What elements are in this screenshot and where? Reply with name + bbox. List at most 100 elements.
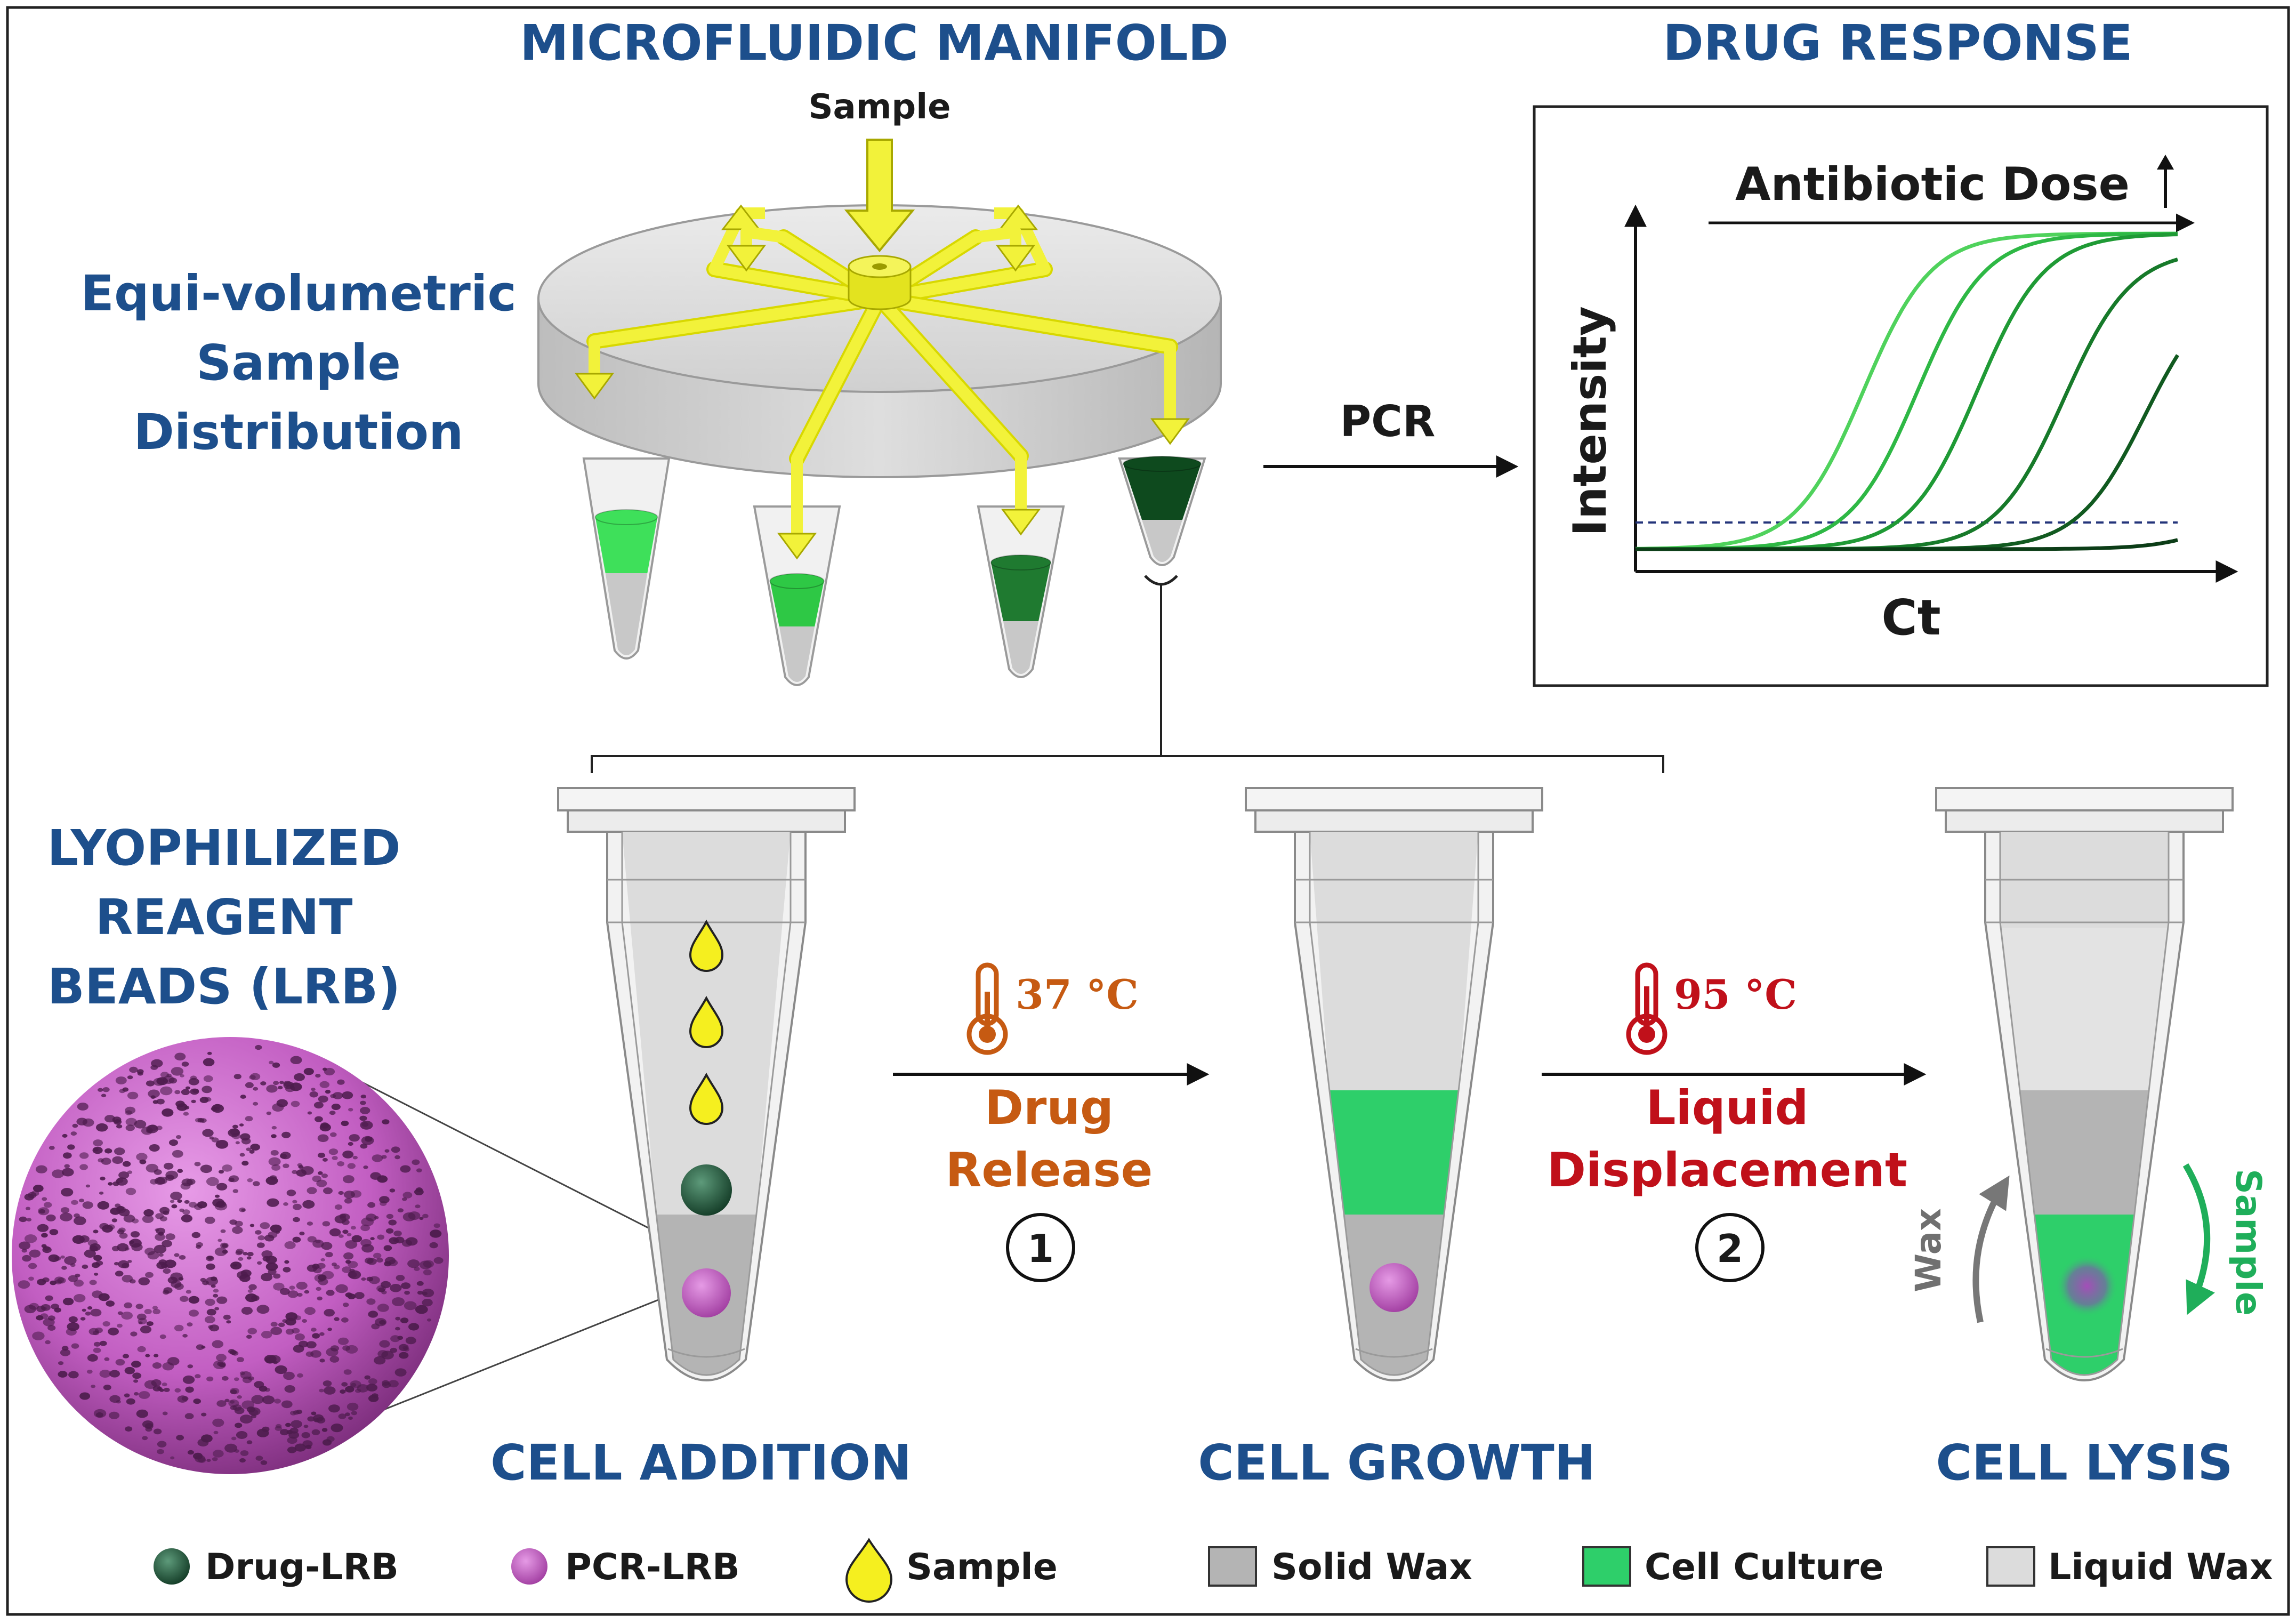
bead-pore (253, 1087, 259, 1091)
bead-pore (304, 1307, 316, 1315)
bead-pore (268, 1157, 281, 1166)
drug-lrb-bead (681, 1164, 732, 1216)
manifold-tube-liquid-top (594, 509, 658, 525)
bead-pore (61, 1346, 69, 1351)
bead-pore (271, 1134, 277, 1138)
bead-pore (289, 1285, 295, 1290)
bead-pore (125, 1426, 133, 1432)
bead-pore (290, 1056, 302, 1065)
bead-pore (130, 1231, 140, 1238)
bead-pore (380, 1201, 387, 1206)
legend-liquid-wax: Liquid Wax (1986, 1546, 2273, 1588)
bead-pore (205, 1298, 215, 1306)
bead-pore (235, 1422, 243, 1428)
bead-pore (297, 1373, 303, 1378)
bead-pore (32, 1331, 45, 1340)
bead-pore (162, 1240, 172, 1248)
bead-pore (164, 1162, 174, 1170)
bead-pore (345, 1292, 353, 1298)
bead-pore (348, 1141, 353, 1146)
bead-pore (182, 1334, 188, 1338)
tube-inner-wall (1309, 832, 1479, 1376)
bead-pore (278, 1322, 285, 1328)
bead-pore (229, 1219, 237, 1225)
bead-pore (403, 1347, 410, 1352)
bead-pore (257, 1235, 265, 1241)
bead-pore (324, 1386, 336, 1395)
step-bracket (591, 755, 1664, 773)
bead-pore (281, 1400, 293, 1409)
bead-pore (92, 1290, 103, 1298)
bead-pore (146, 1129, 152, 1133)
manifold-tube-liquid-top (990, 554, 1052, 570)
bead-pore (396, 1275, 405, 1281)
bead-pore (265, 1356, 275, 1364)
bead-pore (283, 1202, 288, 1206)
bead-pore (248, 1284, 257, 1290)
bead-pore (407, 1259, 420, 1268)
bead-pore (172, 1149, 183, 1158)
bead-pore (337, 1337, 349, 1345)
bead-pore (121, 1312, 133, 1320)
bead-pore (162, 1411, 168, 1416)
bead-pore (125, 1124, 135, 1131)
bead-pore (135, 1304, 143, 1309)
bead-pore (89, 1245, 98, 1252)
legend-solid-wax-swatch (1208, 1546, 1257, 1587)
chart-y-label: Intensity (1564, 306, 1617, 536)
bead-pore (296, 1282, 308, 1290)
bead-pore (146, 1321, 154, 1326)
bead-pore (117, 1229, 125, 1235)
manifold-tubes (582, 456, 1206, 686)
bead-pore (273, 1282, 285, 1291)
bead-pore (108, 1182, 113, 1186)
bead-pore (149, 1144, 160, 1152)
bead-pore (152, 1385, 162, 1392)
bead-pore (159, 1216, 167, 1221)
bead-pore (245, 1082, 254, 1088)
bead-pore (400, 1165, 411, 1173)
bead-pore (197, 1438, 209, 1447)
bead-pore (360, 1095, 366, 1099)
legend-solid-wax: Solid Wax (1208, 1546, 1472, 1588)
bead-pore (284, 1241, 296, 1249)
bead-pore (326, 1290, 335, 1296)
bead-pore (195, 1455, 206, 1463)
bead-pore (26, 1207, 30, 1210)
bead-pore (163, 1290, 170, 1295)
bead-pore (256, 1242, 265, 1248)
pcr-label: PCR (1340, 397, 1436, 446)
bead-pore (181, 1396, 189, 1401)
bead-pore (408, 1323, 420, 1331)
lysed-bead-glow (2056, 1255, 2118, 1317)
bead-pore (156, 1125, 163, 1130)
legend-pcr-lrb-label: PCR-LRB (565, 1546, 740, 1588)
bead-pore (265, 1262, 278, 1271)
bead-pore (433, 1223, 440, 1228)
legend: Drug-LRB PCR-LRB Sample Solid Wax Cell C… (154, 1538, 2273, 1603)
bead-pore (226, 1320, 231, 1324)
bead-pore (111, 1218, 117, 1223)
bead-pore (45, 1340, 51, 1345)
bead-pore (296, 1169, 307, 1177)
bead-pore (84, 1249, 96, 1258)
bead-pore (249, 1149, 255, 1154)
bead-pore (364, 1375, 370, 1380)
bead-pore (288, 1431, 300, 1439)
bead-pore (345, 1260, 351, 1264)
bead-pore (62, 1152, 72, 1159)
bead-pore (31, 1191, 39, 1196)
wax-flow-arrow (1972, 1175, 2010, 1323)
bead-pore (92, 1146, 103, 1154)
bead-pore (82, 1264, 88, 1269)
bead-pore (152, 1308, 161, 1315)
bead-pore (176, 1103, 188, 1111)
drug-response-chart: Antibiotic Dose Intensity Ct (1533, 105, 2269, 687)
bead-pore (327, 1328, 332, 1331)
bead-pore (171, 1280, 182, 1288)
bead-pore (116, 1178, 124, 1183)
bead-pore (247, 1328, 257, 1334)
bead-pore (351, 1411, 357, 1416)
bead-pore (342, 1151, 354, 1159)
bead-pore (80, 1317, 86, 1321)
